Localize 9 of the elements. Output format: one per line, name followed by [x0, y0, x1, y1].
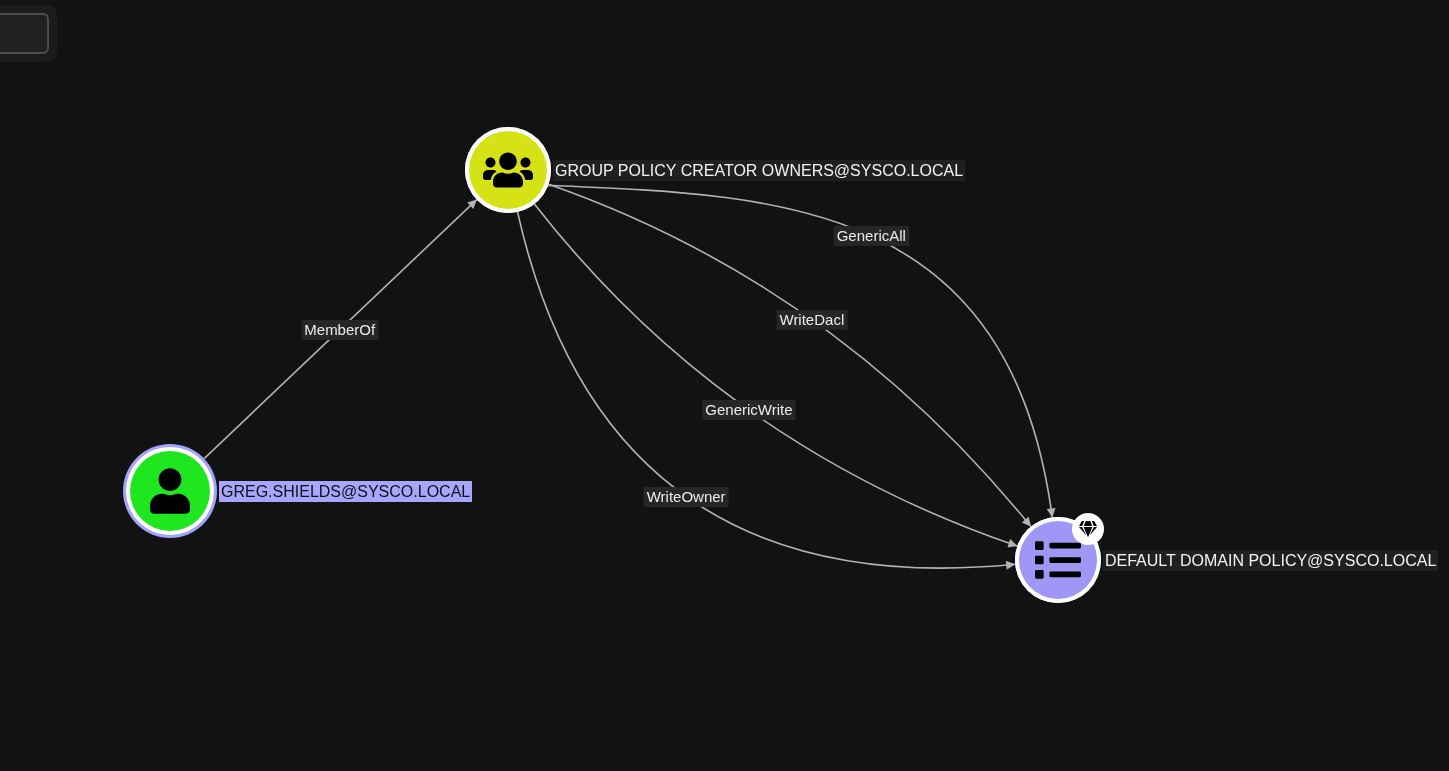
edge-label: MemberOf: [301, 319, 379, 340]
edge-label: WriteOwner: [643, 486, 729, 507]
node-label: DEFAULT DOMAIN POLICY@SYSCO.LOCAL: [1103, 549, 1439, 571]
edge-label: WriteDacl: [776, 309, 848, 330]
edge-label: GenericAll: [833, 225, 909, 246]
node-label: GREG.SHIELDS@SYSCO.LOCAL: [219, 480, 473, 502]
node-label: GROUP POLICY CREATOR OWNERS@SYSCO.LOCAL: [553, 159, 966, 181]
edge-label: GenericWrite: [702, 400, 796, 420]
edge-arrow: [203, 198, 478, 460]
